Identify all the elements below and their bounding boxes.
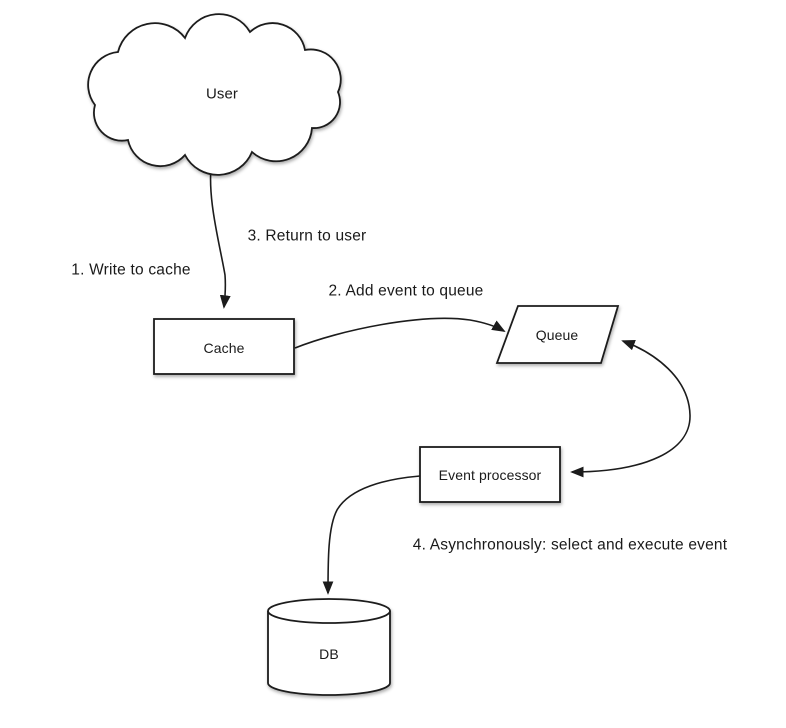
step2-add-event-to-queue-label: 2. Add event to queue [328,282,484,300]
user-node-label: User [205,85,239,103]
cache-node-label: Cache [203,340,245,356]
edge-user-to-cache [209,159,231,309]
step4-asynchronously-label: 4. Asynchronously: select and execute ev… [412,536,728,554]
edge-queue-event-processor-two-way [570,340,691,478]
step3-return-to-user-label: 3. Return to user [247,227,367,245]
queue-parallelogram-shape [495,305,620,364]
event-processor-node-label: Event processor [438,467,542,483]
edge-event-processor-to-db [322,475,421,595]
step1-write-to-cache-label: 1. Write to cache [71,261,191,279]
user-cloud-shape [87,13,342,176]
edge-cache-to-queue [294,317,506,349]
cache-box-shape [153,318,295,375]
db-cylinder-shape [267,598,391,696]
db-node-label: DB [319,646,339,662]
event-processor-box-shape [419,446,561,503]
queue-node-label: Queue [535,327,579,343]
